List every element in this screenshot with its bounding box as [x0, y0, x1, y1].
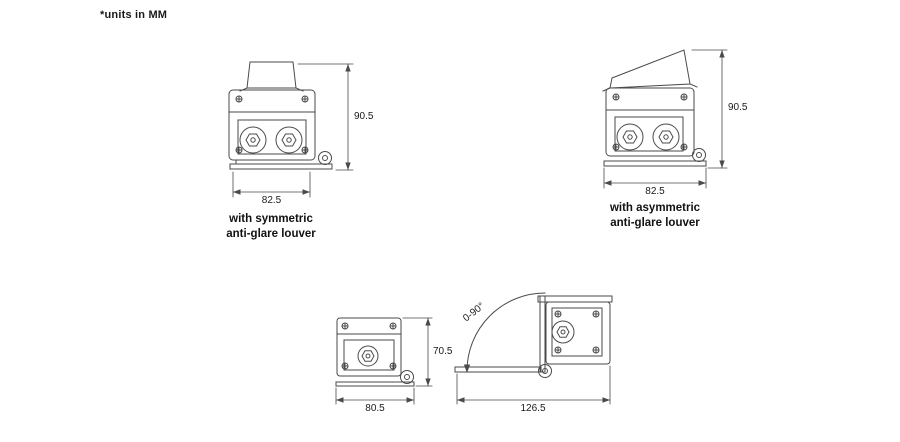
side-view-width-dim-label: 80.5	[365, 403, 385, 414]
figure-rotation-view	[454, 292, 613, 378]
rotation-width-dim-label: 126.5	[520, 403, 546, 414]
symmetric-height-dim-label: 90.5	[354, 111, 374, 122]
screw-detail	[389, 322, 397, 330]
symmetric-dimension-lines	[232, 63, 354, 198]
asymmetric-width-dim-label: 82.5	[645, 186, 665, 197]
screw-detail	[554, 346, 562, 354]
units-note: *units in MM	[100, 9, 168, 21]
screw-detail	[301, 146, 309, 154]
pivot-detail	[318, 151, 332, 165]
rotation-view-dimension-lines	[456, 365, 611, 405]
figure-side-view	[335, 317, 415, 387]
side-view-height-dim-label: 70.5	[433, 346, 453, 357]
screw-detail	[612, 93, 620, 101]
figure-symmetric-louver	[228, 61, 333, 170]
asymmetric-caption-line2: anti-glare louver	[610, 216, 700, 229]
wing-nut-detail	[652, 123, 680, 151]
symmetric-caption-line1: with symmetric	[229, 213, 313, 225]
pivot-detail	[692, 148, 706, 162]
screw-detail	[680, 93, 688, 101]
wing-nut-detail	[551, 320, 575, 344]
screw-detail	[592, 346, 600, 354]
screw-detail	[341, 322, 349, 330]
screw-detail	[592, 310, 600, 318]
screw-detail	[235, 95, 243, 103]
asymmetric-caption-line1: with asymmetric	[609, 202, 701, 214]
screw-detail	[389, 362, 397, 370]
figure-asymmetric-louver	[602, 49, 707, 167]
wing-nut-detail	[616, 123, 644, 151]
symmetric-caption: with symmetric anti-glare louver	[205, 212, 337, 242]
screw-detail	[235, 146, 243, 154]
screw-detail	[612, 143, 620, 151]
screw-detail	[301, 95, 309, 103]
rotation-arc	[466, 292, 546, 372]
asymmetric-dimension-lines	[603, 49, 728, 189]
wing-nut-detail	[275, 126, 303, 154]
screw-detail	[680, 143, 688, 151]
symmetric-caption-line2: anti-glare louver	[226, 227, 316, 240]
asymmetric-caption: with asymmetric anti-glare louver	[590, 201, 720, 231]
asymmetric-height-dim-label: 90.5	[728, 102, 748, 113]
side-view-dimension-lines	[335, 317, 433, 405]
wing-nut-detail	[357, 345, 379, 367]
screw-detail	[341, 362, 349, 370]
screw-detail	[554, 310, 562, 318]
wing-nut-detail	[239, 126, 267, 154]
symmetric-width-dim-label: 82.5	[261, 195, 282, 206]
